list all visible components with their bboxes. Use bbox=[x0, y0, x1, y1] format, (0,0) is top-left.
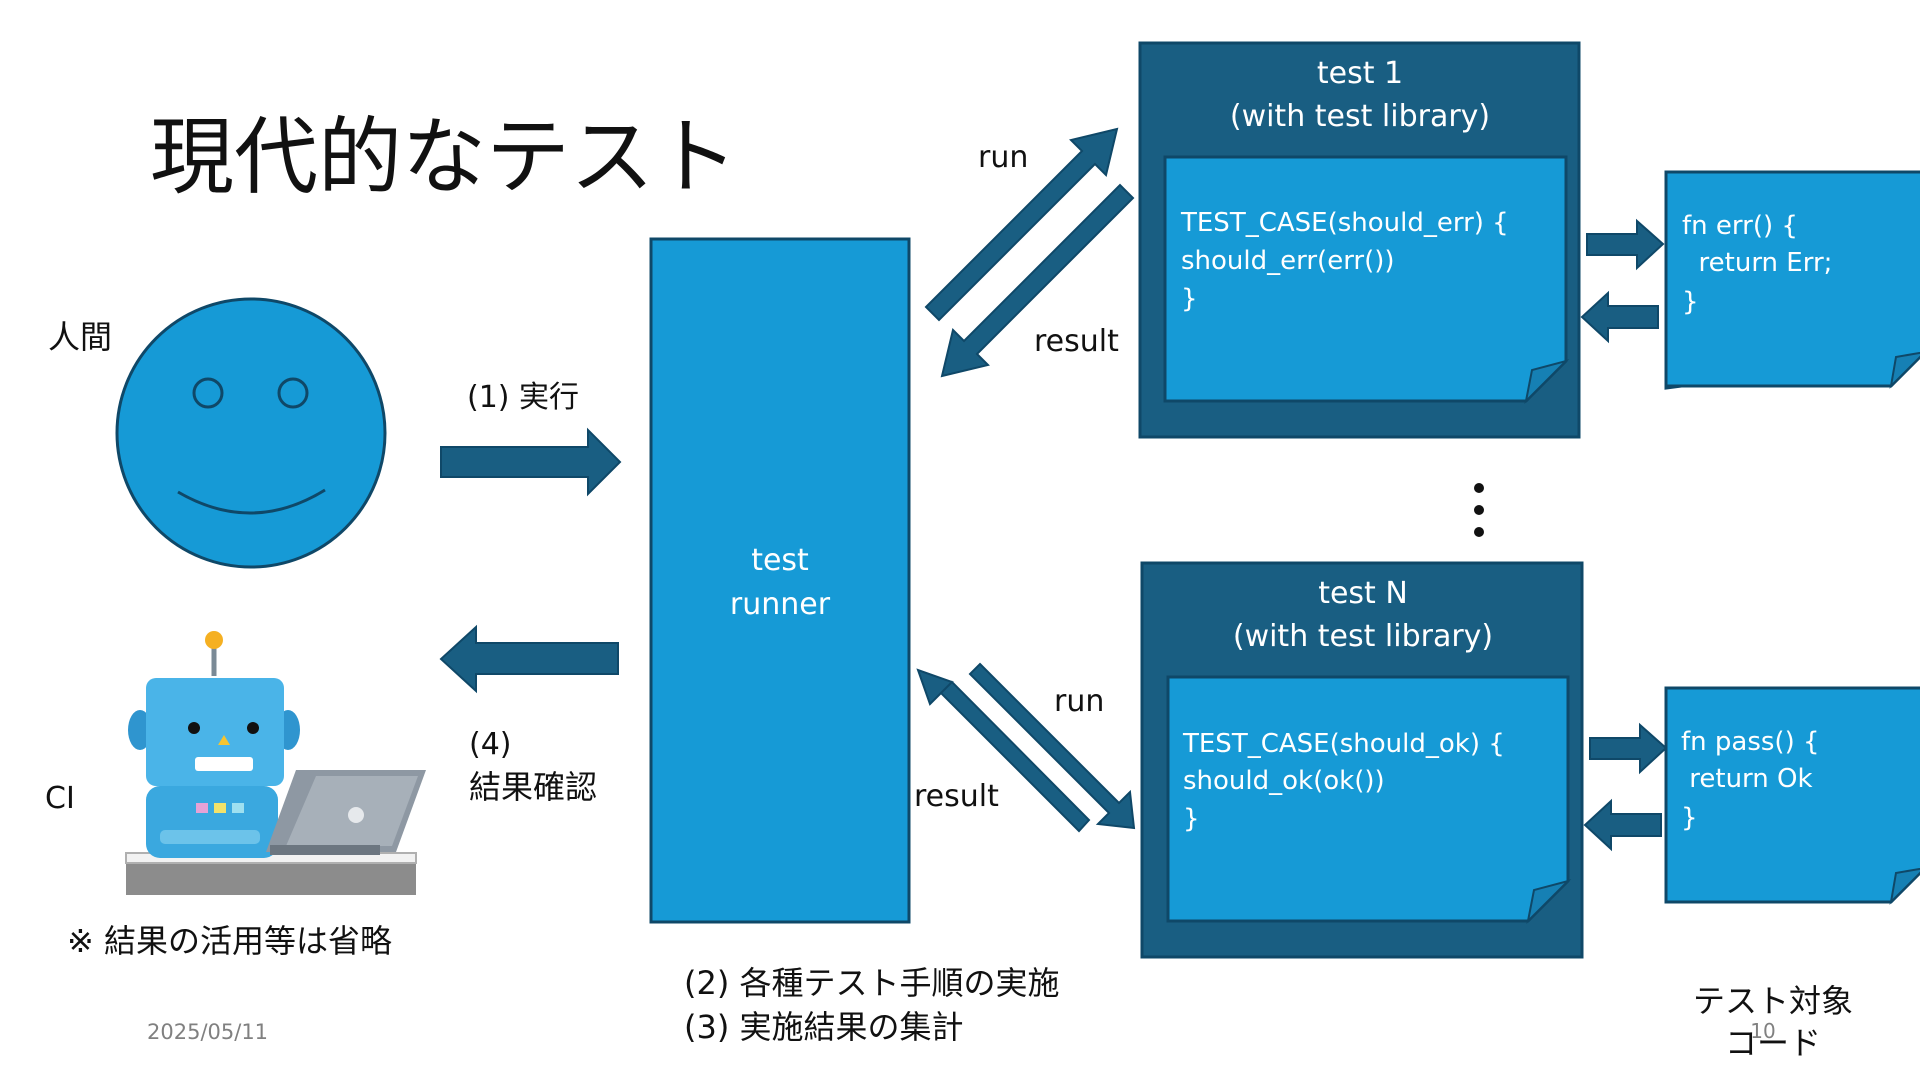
test-n-code-line-1: TEST_CASE(should_ok) { bbox=[1182, 729, 1505, 759]
run-label-test-n: run bbox=[1054, 684, 1104, 719]
ci-robot-icon bbox=[125, 631, 426, 895]
result-arrow-test-n bbox=[916, 668, 1091, 833]
target-code-1-line-3: } bbox=[1682, 287, 1699, 317]
result-label-test-1: result bbox=[1034, 324, 1119, 359]
test-1-subtitle: (with test library) bbox=[1230, 99, 1490, 134]
test-1-code-line-3: } bbox=[1181, 284, 1198, 314]
run-arrow-test-1 bbox=[924, 127, 1119, 322]
slide-date: 2025/05/11 bbox=[147, 1020, 268, 1044]
page-number: 10 bbox=[1750, 1019, 1775, 1043]
test-n-code-line-3: } bbox=[1183, 804, 1200, 834]
test-runner-label-line1: test bbox=[751, 543, 809, 578]
runner-step-3: (3) 実施結果の集計 bbox=[684, 1008, 964, 1046]
run-arrow-test-n bbox=[968, 662, 1136, 830]
target-code-label-line-1: テスト対象 bbox=[1693, 982, 1853, 1020]
test-runner-box bbox=[649, 237, 911, 924]
result-check-arrow bbox=[439, 624, 619, 694]
more-tests-ellipsis bbox=[1474, 483, 1484, 537]
target-code-1-line-1: fn err() { bbox=[1682, 211, 1798, 241]
slide-title: 現代的なテスト bbox=[150, 108, 738, 206]
test-1-title: test 1 bbox=[1317, 56, 1403, 91]
return-arrow-test-n bbox=[1583, 798, 1662, 852]
result-check-number: (4) bbox=[469, 727, 512, 762]
ci-label: CI bbox=[45, 781, 75, 816]
target-code-2-line-1: fn pass() { bbox=[1681, 727, 1820, 757]
target-code-label-line-2: コード bbox=[1725, 1024, 1821, 1062]
test-runner-label-line2: runner bbox=[730, 587, 831, 622]
test-1-code-line-1: TEST_CASE(should_err) { bbox=[1180, 208, 1509, 238]
human-label: 人間 bbox=[48, 318, 112, 356]
result-arrow-test-1 bbox=[940, 183, 1135, 378]
execute-label: (1) 実行 bbox=[467, 380, 579, 415]
call-arrow-test-n bbox=[1589, 722, 1668, 775]
test-n-subtitle: (with test library) bbox=[1233, 619, 1493, 654]
target-code-2-line-3: } bbox=[1681, 803, 1698, 833]
execute-arrow bbox=[440, 427, 622, 497]
result-check-label: 結果確認 bbox=[469, 768, 597, 806]
test-n-code-line-2: should_ok(ok()) bbox=[1183, 766, 1385, 796]
test-1-code-note bbox=[1163, 155, 1570, 405]
run-label-test-1: run bbox=[978, 140, 1028, 175]
test-1-code-line-2: should_err(err()) bbox=[1181, 246, 1395, 276]
test-n-title: test N bbox=[1318, 576, 1408, 611]
test-n-code-note bbox=[1166, 675, 1572, 925]
omission-note: ※ 結果の活用等は省略 bbox=[67, 922, 392, 960]
target-code-note-1 bbox=[1664, 170, 1920, 390]
call-arrow-test-1 bbox=[1586, 218, 1665, 271]
human-face-icon bbox=[115, 297, 387, 569]
result-label-test-n: result bbox=[914, 779, 999, 814]
target-code-note-2 bbox=[1664, 686, 1920, 905]
target-code-1-line-2: return Err; bbox=[1682, 248, 1832, 278]
return-arrow-test-1 bbox=[1580, 290, 1659, 344]
runner-step-2: (2) 各種テスト手順の実施 bbox=[684, 964, 1060, 1002]
target-code-2-line-2: return Ok bbox=[1681, 764, 1813, 794]
